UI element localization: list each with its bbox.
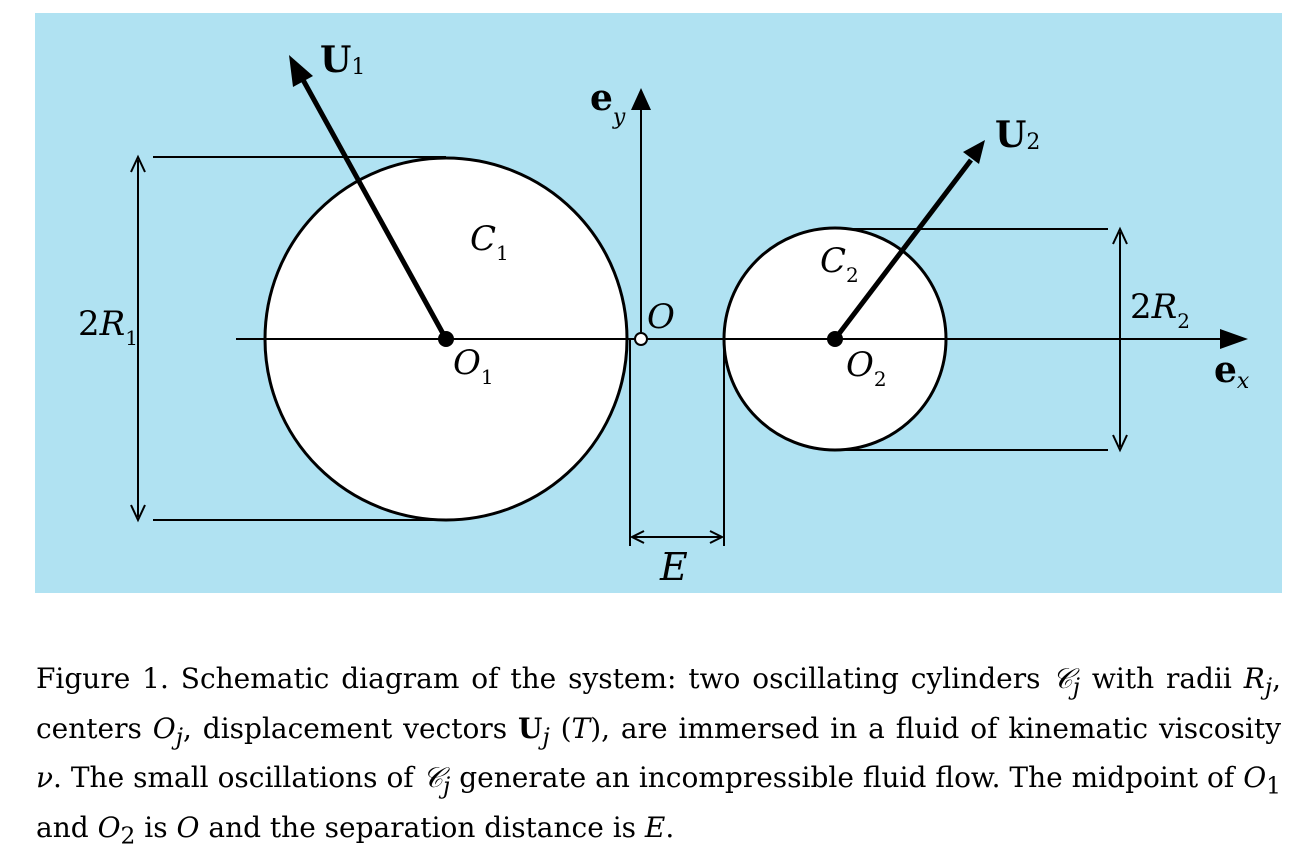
label-c2: C2 [820, 241, 859, 287]
diagram-background [35, 13, 1282, 593]
r2-arrow-top [1112, 226, 1128, 245]
label-2r2: 2R2 [1130, 287, 1190, 333]
vector-u1-arrowhead [289, 55, 313, 87]
figure-caption: Figure 1. Schematic diagram of the syste… [36, 662, 1282, 850]
figure-panel: U1 U2 ey ex C1 C2 O1 O2 O 2R1 2R2 E [35, 13, 1282, 593]
r1-arrow-top [130, 154, 146, 173]
r1-arrow-bottom [130, 504, 146, 523]
origin-o-marker [634, 332, 648, 346]
vector-u1-shaft [299, 76, 449, 341]
e-arrow-right [709, 530, 725, 544]
label-c1: C1 [470, 219, 509, 265]
label-u2: U2 [995, 114, 1040, 156]
label-ey: ey [590, 77, 626, 130]
label-o2: O2 [846, 345, 887, 391]
label-e: E [659, 545, 688, 589]
diagram-svg: U1 U2 ey ex C1 C2 O1 O2 O 2R1 2R2 E [35, 13, 1282, 593]
center-o1-dot [438, 331, 454, 347]
r2-arrow-bottom [1112, 434, 1128, 453]
label-u1: U1 [320, 39, 365, 81]
label-2r1: 2R1 [78, 304, 138, 350]
label-o1: O1 [453, 343, 494, 389]
y-axis-arrowhead [631, 88, 651, 110]
vector-u2-arrowhead [963, 140, 985, 164]
vector-u2-shaft [833, 158, 973, 341]
label-origin-o: O [647, 297, 675, 337]
x-axis-arrowhead [1220, 329, 1248, 349]
label-ex: ex [1214, 349, 1250, 394]
e-arrow-left [629, 530, 645, 544]
center-o2-dot [827, 331, 843, 347]
